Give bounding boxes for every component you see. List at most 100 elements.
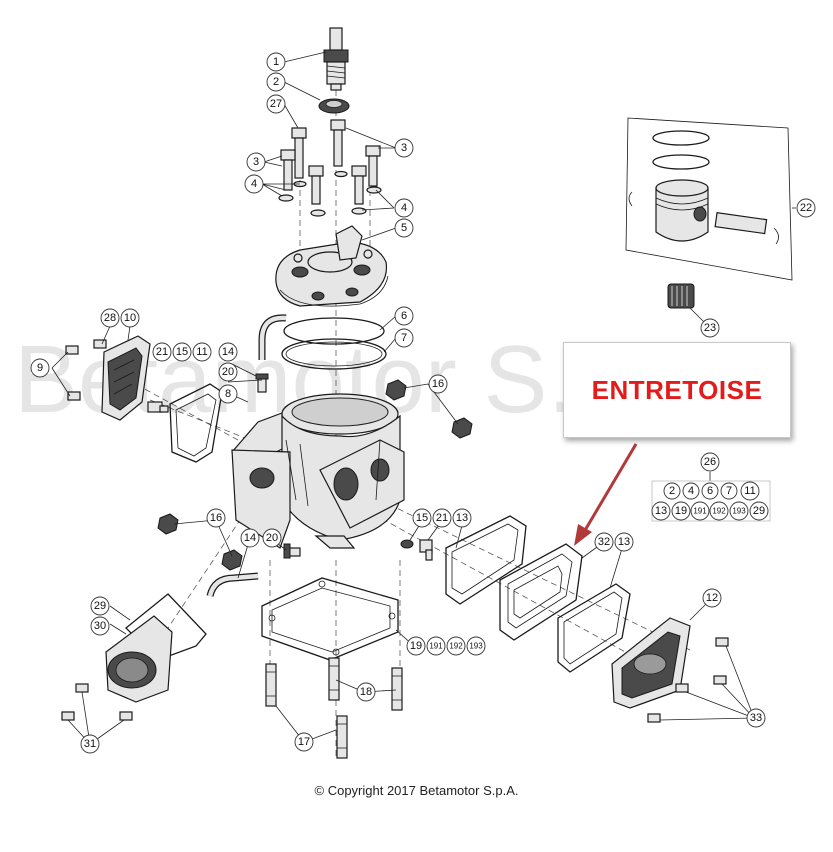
svg-text:11: 11: [744, 485, 755, 497]
svg-text:32: 32: [598, 536, 610, 548]
annotation-callout-box: ENTRETOISE: [563, 342, 791, 438]
svg-text:3: 3: [253, 156, 259, 168]
callout-26: 26: [700, 452, 720, 472]
svg-text:29: 29: [94, 600, 106, 612]
svg-text:14: 14: [222, 346, 234, 358]
exhaust-valve-cover: [65, 335, 151, 421]
piston-icon: [628, 130, 779, 245]
screws-33: [647, 637, 729, 723]
svg-text:4: 4: [401, 202, 407, 214]
svg-text:20: 20: [222, 366, 234, 378]
callout-28: 28: [100, 308, 120, 328]
svg-text:8: 8: [225, 388, 231, 400]
callout-4-right: 4: [394, 198, 414, 218]
svg-text:27: 27: [270, 98, 282, 110]
gasket-13-first: [445, 515, 527, 605]
svg-text:7: 7: [401, 332, 407, 344]
svg-text:2: 2: [273, 76, 279, 88]
svg-text:191: 191: [429, 642, 443, 651]
svg-text:13: 13: [618, 536, 630, 548]
coolant-hose-lower: [206, 543, 301, 597]
svg-text:16: 16: [210, 512, 222, 524]
svg-text:7: 7: [726, 485, 732, 497]
callout-13-second: 13: [614, 532, 634, 552]
svg-text:1: 1: [273, 56, 279, 68]
piston-kit-box: [625, 117, 793, 281]
svg-text:14: 14: [244, 532, 256, 544]
svg-text:193: 193: [469, 642, 483, 651]
callout-17: 17: [294, 732, 314, 752]
svg-text:20: 20: [266, 532, 278, 544]
annotation-arrow: [574, 443, 638, 546]
callout-20-upper: 20: [218, 362, 238, 382]
exhaust-flange-bolt: [400, 539, 433, 561]
svg-text:193: 193: [732, 507, 746, 516]
callout-30: 30: [90, 616, 110, 636]
callout-7: 7: [394, 328, 414, 348]
callout-10: 10: [120, 308, 140, 328]
svg-text:13: 13: [655, 505, 667, 517]
cylinder-studs: [265, 657, 403, 759]
callout-5: 5: [394, 218, 414, 238]
callout-21-right: 21: [432, 508, 452, 528]
callout-23: 23: [700, 318, 720, 338]
callout-4-left: 4: [244, 174, 264, 194]
head-bolts: [280, 119, 381, 205]
svg-text:10: 10: [124, 312, 136, 324]
svg-text:16: 16: [432, 378, 444, 390]
kit-26-list: 2 4 6 7 11 13 19 191 192 193 29: [651, 480, 771, 522]
svg-text:26: 26: [704, 456, 716, 468]
callout-33: 33: [746, 708, 766, 728]
callout-21-left: 21: [152, 342, 172, 362]
annotation-label: ENTRETOISE: [591, 374, 763, 405]
callout-29: 29: [90, 596, 110, 616]
callout-19: 19: [406, 636, 426, 656]
callout-8: 8: [218, 384, 238, 404]
intake-manifold-icon: [61, 615, 173, 721]
callout-20-lower: 20: [262, 528, 282, 548]
callout-1: 1: [266, 52, 286, 72]
svg-text:19: 19: [675, 505, 687, 517]
svg-text:5: 5: [401, 222, 407, 234]
callout-193: 193: [466, 636, 486, 656]
needle-bearing-icon: [667, 283, 695, 309]
washers: [278, 170, 382, 217]
callout-192: 192: [446, 636, 466, 656]
svg-text:17: 17: [298, 736, 310, 748]
svg-text:6: 6: [401, 310, 407, 322]
svg-text:23: 23: [704, 322, 716, 334]
callout-32: 32: [594, 532, 614, 552]
callout-12: 12: [702, 588, 722, 608]
callout-16-left: 16: [206, 508, 226, 528]
svg-text:18: 18: [360, 686, 372, 698]
callout-15-right: 15: [412, 508, 432, 528]
callout-11: 11: [192, 342, 212, 362]
svg-text:11: 11: [196, 346, 207, 358]
callout-labels: 1 2 27 3 3 4 4 5 6 7 28 10 9 21 15 11 14…: [30, 52, 816, 754]
head-o-rings: [281, 317, 387, 370]
svg-text:29: 29: [753, 505, 765, 517]
svg-text:9: 9: [37, 362, 43, 374]
callout-191: 191: [426, 636, 446, 656]
svg-text:33: 33: [750, 712, 762, 724]
callout-6: 6: [394, 306, 414, 326]
spark-plug-washer: [318, 98, 350, 114]
callout-3-left: 3: [246, 152, 266, 172]
svg-text:192: 192: [712, 507, 726, 516]
svg-text:21: 21: [156, 346, 168, 358]
svg-text:19: 19: [410, 640, 422, 652]
svg-text:15: 15: [176, 346, 188, 358]
callout-31: 31: [80, 734, 100, 754]
svg-text:12: 12: [706, 592, 718, 604]
svg-text:4: 4: [688, 485, 694, 497]
svg-text:22: 22: [800, 202, 812, 214]
base-gasket: [261, 577, 399, 661]
svg-text:191: 191: [693, 507, 707, 516]
svg-text:30: 30: [94, 620, 106, 632]
svg-text:28: 28: [104, 312, 116, 324]
callout-22: 22: [796, 198, 816, 218]
svg-text:21: 21: [436, 512, 448, 524]
svg-text:4: 4: [251, 178, 257, 190]
svg-text:2: 2: [669, 485, 675, 497]
callout-15-left: 15: [172, 342, 192, 362]
